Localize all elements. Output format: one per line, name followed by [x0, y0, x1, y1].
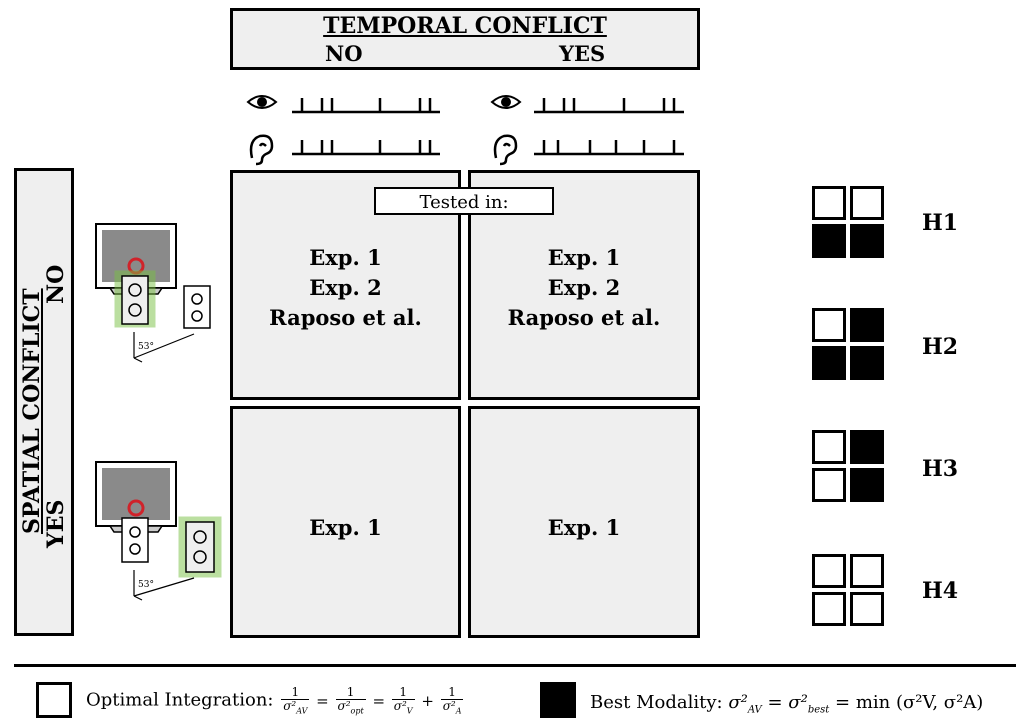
eye-icon — [246, 95, 278, 109]
legend-best: Best Modality: σ²AV = σ²best = min (σ²V,… — [590, 692, 983, 716]
setup-no-spatial-conflict — [95, 223, 211, 363]
angle-label-yes: 53° — [138, 580, 154, 590]
auditory-timeline-yes — [534, 140, 684, 156]
temporal-conflict-title: TEMPORAL CONFLICT — [323, 13, 607, 39]
tested-in-label: Tested in: — [374, 187, 554, 215]
cell-line: Exp. 1 — [547, 515, 621, 540]
eye-icon — [490, 95, 522, 109]
cell-line: Exp. 1 — [547, 245, 621, 270]
h2-square-bl — [812, 346, 846, 380]
cell-spatial-yes-temporal-yes: Exp. 1 — [468, 406, 700, 638]
legend-optimal-label: Optimal Integration: — [86, 689, 274, 711]
h2-square-tr — [850, 308, 884, 342]
h2-square-br — [850, 346, 884, 380]
spatial-no-label: NO — [43, 264, 69, 304]
angle-label-no: 53° — [138, 342, 154, 352]
cell-spatial-yes-temporal-no: Exp. 1 — [230, 406, 461, 638]
spatial-yes-label: YES — [43, 499, 69, 548]
cell-line: Raposo et al. — [269, 305, 422, 330]
spatial-conflict-sidebar: SPATIAL CONFLICT NO YES — [14, 168, 74, 636]
cell-line: Exp. 2 — [309, 275, 382, 300]
legend-black-square-icon — [540, 682, 576, 718]
visual-timeline-no — [292, 98, 440, 114]
h4-square-tr — [850, 554, 884, 588]
temporal-no-label: NO — [325, 41, 363, 66]
h2-square-tl — [812, 308, 846, 342]
h1-square-tr — [850, 186, 884, 220]
h3-label: H3 — [922, 456, 959, 482]
best-formula: σ²AV = σ²best = — [728, 692, 856, 716]
cell-line: Exp. 1 — [309, 515, 382, 540]
h3-square-bl — [812, 468, 846, 502]
h3-square-tl — [812, 430, 846, 464]
legend-white-square-icon — [36, 682, 72, 718]
h1-square-br — [850, 224, 884, 258]
h2-label: H2 — [922, 334, 959, 360]
h1-label: H1 — [922, 210, 959, 236]
ear-icon — [249, 134, 274, 166]
h3-square-br — [850, 468, 884, 502]
h1-square-bl — [812, 224, 846, 258]
legend-best-label: Best Modality: — [590, 692, 723, 713]
h4-square-bl — [812, 592, 846, 626]
auditory-timeline-no — [292, 140, 440, 156]
h3-square-tr — [850, 430, 884, 464]
temporal-yes-label: YES — [559, 41, 606, 66]
legend-divider — [14, 664, 1016, 667]
setup-spatial-conflict — [95, 461, 222, 601]
cell-line: Exp. 1 — [309, 245, 382, 270]
h1-square-tl — [812, 186, 846, 220]
temporal-timelines — [246, 95, 684, 166]
h4-square-br — [850, 592, 884, 626]
temporal-conflict-header: TEMPORAL CONFLICT NO YES — [230, 8, 700, 70]
h4-square-tl — [812, 554, 846, 588]
ear-icon — [493, 134, 518, 166]
h4-label: H4 — [922, 578, 959, 604]
cell-line: Raposo et al. — [507, 305, 661, 330]
cell-line: Exp. 2 — [547, 275, 621, 300]
spatial-conflict-title: SPATIAL CONFLICT — [19, 288, 45, 534]
visual-timeline-yes — [534, 98, 684, 114]
best-formula-min: min (σ²V, σ²A) — [855, 692, 984, 713]
